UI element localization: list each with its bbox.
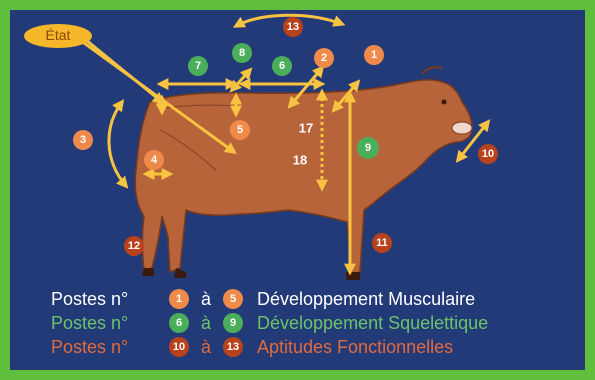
marker-13: 13 xyxy=(283,17,303,37)
svg-text:1: 1 xyxy=(371,49,377,61)
legend-from-badge: 10 xyxy=(169,337,189,357)
legend-prefix: Postes n° xyxy=(51,337,169,358)
marker-8: 8 xyxy=(232,43,252,63)
legend-to-badge: 13 xyxy=(223,337,243,357)
legend-from-badge: 1 xyxy=(169,289,189,309)
legend-to-badge: 5 xyxy=(223,289,243,309)
svg-text:2: 2 xyxy=(321,52,327,64)
legend-prefix: Postes n° xyxy=(51,313,169,334)
svg-text:10: 10 xyxy=(482,148,494,160)
svg-text:7: 7 xyxy=(195,60,201,72)
legend-label: Aptitudes Fonctionnelles xyxy=(257,337,453,358)
svg-text:8: 8 xyxy=(239,47,245,59)
marker-2: 2 xyxy=(314,48,334,68)
marker-3: 3 xyxy=(73,130,93,150)
cow-silhouette xyxy=(135,67,472,280)
marker-5: 5 xyxy=(230,120,250,140)
legend-connector: à xyxy=(189,313,223,334)
legend-prefix: Postes n° xyxy=(51,289,169,310)
svg-text:3: 3 xyxy=(80,134,86,146)
legend-row-fonction: Postes n° 10 à 13 Aptitudes Fonctionnell… xyxy=(51,335,585,359)
svg-text:6: 6 xyxy=(279,60,285,72)
legend-connector: à xyxy=(189,337,223,358)
marker-1: 1 xyxy=(364,45,384,65)
marker-17: 17 xyxy=(299,121,313,136)
legend-from-badge: 6 xyxy=(169,313,189,333)
marker-12: 12 xyxy=(124,236,144,256)
marker-7: 7 xyxy=(188,56,208,76)
svg-text:13: 13 xyxy=(287,21,299,33)
svg-text:11: 11 xyxy=(376,237,388,249)
legend: Postes n° 1 à 5 Développement Musculaire… xyxy=(51,287,585,359)
marker-10: 10 xyxy=(478,144,498,164)
legend-label: Développement Squelettique xyxy=(257,313,488,334)
marker-18: 18 xyxy=(293,153,307,168)
svg-text:9: 9 xyxy=(365,142,371,154)
legend-row-squelette: Postes n° 6 à 9 Développement Squelettiq… xyxy=(51,311,585,335)
etat-callout: État xyxy=(24,24,92,48)
legend-to-badge: 9 xyxy=(223,313,243,333)
marker-4: 4 xyxy=(144,150,164,170)
legend-row-muscle: Postes n° 1 à 5 Développement Musculaire xyxy=(51,287,585,311)
marker-6: 6 xyxy=(272,56,292,76)
svg-text:5: 5 xyxy=(237,124,243,136)
diagram-panel: État 1 2 3 4 5 6 7 8 9 10 11 12 13 17 18… xyxy=(10,10,585,370)
marker-11: 11 xyxy=(372,233,392,253)
legend-connector: à xyxy=(189,289,223,310)
svg-text:12: 12 xyxy=(128,240,140,252)
legend-label: Développement Musculaire xyxy=(257,289,475,310)
svg-text:4: 4 xyxy=(151,154,158,166)
marker-9: 9 xyxy=(357,137,379,159)
etat-label: État xyxy=(46,27,71,43)
